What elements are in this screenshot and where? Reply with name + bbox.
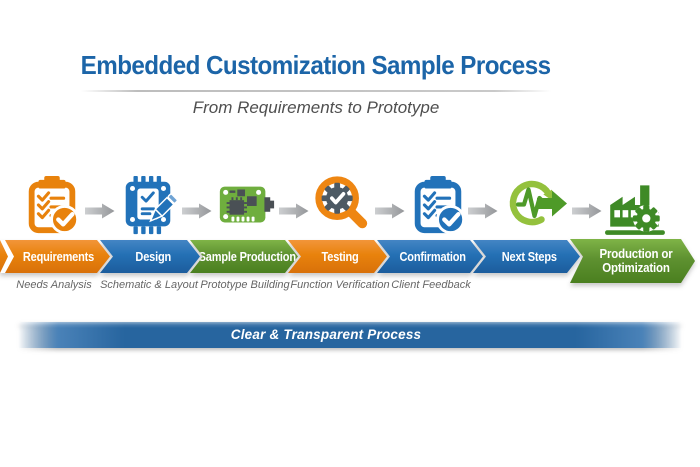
cycle-arrows-icon [509, 180, 567, 226]
flow-arrow-icon [85, 201, 115, 221]
step-chevron-design: Design [100, 240, 200, 273]
page-subtitle: From Requirements to Prototype [192, 98, 440, 117]
magnifier-gear-icon [315, 176, 368, 229]
step-chevron-sample-production: Sample Production [190, 240, 298, 273]
page-title: Embedded Customization Sample Process [81, 50, 551, 80]
step-icon-confirmation [400, 171, 476, 239]
clipboard-check-icon [28, 175, 80, 235]
step-chevron-confirmation: Confirmation [377, 240, 483, 273]
step-sublabel-requirements: Needs Analysis [16, 279, 92, 291]
step-icon-design [110, 171, 186, 239]
step-icon-testing [304, 171, 380, 239]
flow-arrow-icon [572, 201, 602, 221]
bottom-banner: Clear & Transparent Process [18, 322, 682, 348]
pcb-board-icon [219, 186, 275, 223]
step-icon-requirements [14, 171, 90, 239]
step-icon-next-steps [500, 171, 576, 239]
flow-arrow-icon [375, 201, 405, 221]
step-chevron-production: Production or Optimization [570, 239, 695, 283]
banner-text: Clear & Transparent Process [230, 327, 422, 342]
step-chevron-testing: Testing [288, 240, 387, 273]
flow-arrow-icon [182, 201, 212, 221]
step-chevron-requirements: Requirements [0, 240, 110, 273]
step-chevron-next-steps: Next Steps [473, 240, 580, 273]
factory-gear-icon [605, 185, 665, 235]
header: Embedded Customization Sample Process Fr… [0, 0, 632, 118]
step-icon-production [598, 171, 674, 239]
step-sublabel-testing: Function Verification [290, 279, 390, 291]
step-icon-sample-production [208, 171, 284, 239]
step-sublabel-confirmation: Client Feedback [391, 279, 471, 291]
chip-pencil-icon [125, 175, 179, 235]
clipboard-check-icon [414, 175, 466, 235]
flow-arrow-icon [279, 201, 309, 221]
flow-arrow-icon [468, 201, 498, 221]
step-sublabel-sample-production: Prototype Building [200, 279, 290, 291]
step-sublabel-design: Schematic & Layout [100, 279, 198, 291]
header-divider [81, 90, 551, 92]
